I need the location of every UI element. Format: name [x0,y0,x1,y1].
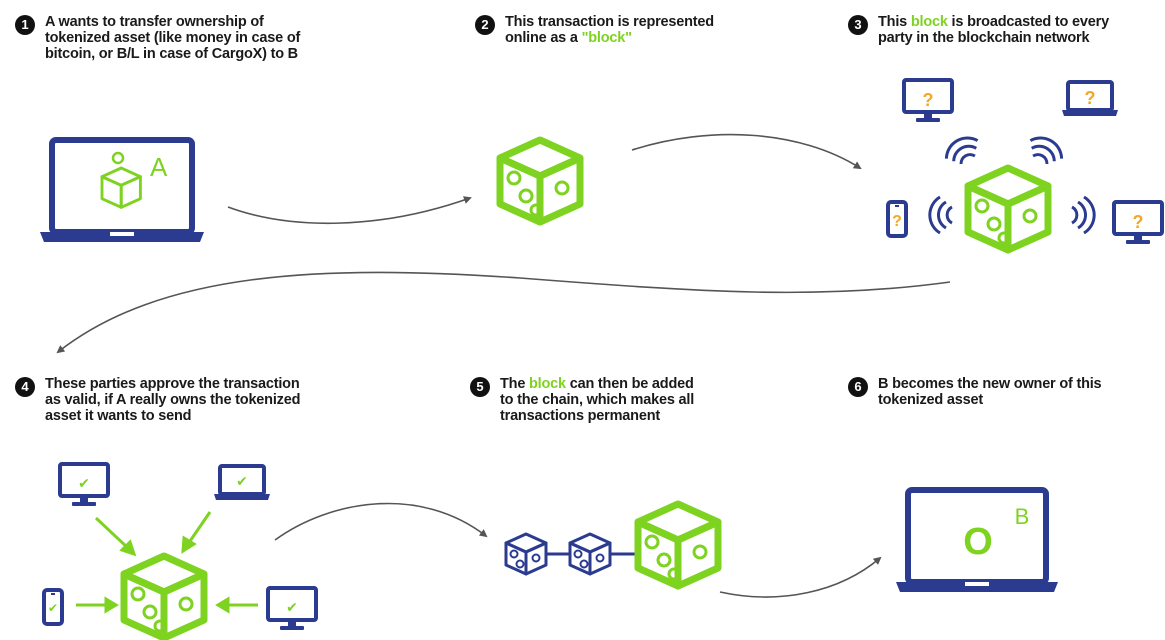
step-5-number: 5 [470,377,490,397]
chain-block-icon [568,532,612,576]
step-4-caption: These parties approve the transaction as… [45,376,301,424]
coin-icon [111,151,125,165]
arrow-1-to-2 [227,196,472,225]
signal-waves-icon [939,130,986,171]
question-icon: ? [892,213,902,230]
step-1: 1 A wants to transfer ownership of token… [15,14,300,62]
step-2: 2 This transaction is represented online… [475,14,714,46]
block-cube-icon [500,140,580,222]
block-chain [504,504,718,586]
signal-waves-icon [1022,130,1069,171]
step-1-number: 1 [15,15,35,35]
step-3: 3 This block is broadcasted to every par… [848,14,1109,46]
check-icon: ✔ [236,474,248,490]
chain-block-icon [504,532,548,576]
asset-coin-icon: O [963,521,993,563]
step-2-caption: This transaction is represented online a… [505,14,714,46]
check-icon: ✔ [286,600,298,616]
broadcast-network: ? ? ? ? [886,78,1164,250]
check-icon: ✔ [78,476,90,492]
check-icon: ✔ [48,601,58,615]
question-icon: ? [923,90,934,110]
laptop-a: A [40,137,204,242]
arrow-3-to-4 [56,271,951,354]
laptop-b-letter: B [1015,504,1030,529]
approval-arrows [76,511,258,614]
question-icon: ? [1085,88,1096,108]
question-icon: ? [1133,212,1144,232]
step-5-caption: The block can then be added to the chain… [500,376,695,424]
broadcast-cube-icon [968,168,1048,250]
arrow-5-to-6 [719,556,882,598]
new-block-cube-icon [638,504,718,586]
arrow-2-to-3 [631,133,862,170]
step-1-caption: A wants to transfer ownership of tokeniz… [45,14,301,62]
step-6: 6 B becomes the new owner of this tokeni… [848,376,1102,408]
approval-cube-icon [124,556,204,638]
small-cube-icon [100,166,142,209]
step-4: 4 These parties approve the transaction … [15,376,300,424]
laptop-b: O B [896,487,1058,592]
step-6-number: 6 [848,377,868,397]
signal-waves-icon [928,195,954,235]
step-3-caption: This block is broadcasted to every party… [878,14,1109,46]
signal-waves-icon [1070,195,1096,235]
step-5: 5 The block can then be added to the cha… [470,376,694,424]
step-6-caption: B becomes the new owner of this tokenize… [878,376,1102,408]
step-4-number: 4 [15,377,35,397]
step-2-number: 2 [475,15,495,35]
approval-network: ✔ ✔ ✔ ✔ [42,462,318,638]
arrow-4-to-5 [274,502,488,541]
step-3-number: 3 [848,15,868,35]
laptop-a-letter: A [150,152,168,182]
